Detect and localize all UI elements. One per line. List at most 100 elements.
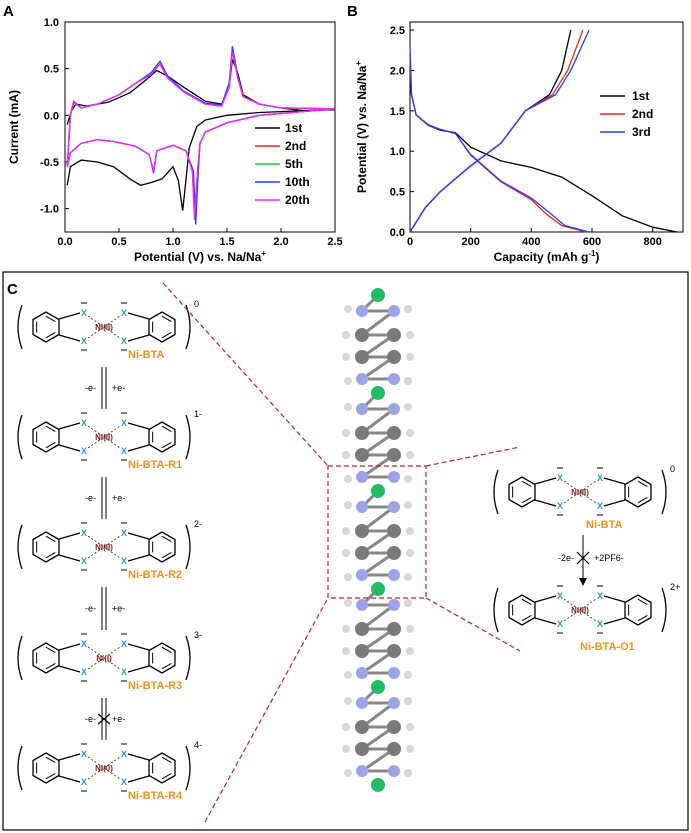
x-tick-label-a: 2.5 bbox=[327, 236, 342, 248]
benzene-ring bbox=[32, 311, 60, 343]
coordination-bond bbox=[87, 315, 121, 339]
atom-x-label: X bbox=[597, 619, 603, 629]
hydrogen-atom bbox=[406, 429, 414, 437]
reaction-left-label: -2e- bbox=[558, 553, 574, 563]
y-tick-label-a: -0.5 bbox=[40, 157, 59, 169]
x-axis-label-b: Capacity (mAh g-1) bbox=[494, 249, 600, 264]
panel-label-c: C bbox=[7, 281, 18, 298]
atom-x-label: X bbox=[81, 308, 87, 318]
coordination-bond bbox=[87, 646, 121, 670]
benzene-ring bbox=[624, 476, 652, 508]
metal-center-label: Ni(II) bbox=[571, 488, 589, 497]
benzene-ring bbox=[148, 421, 176, 453]
molecule-name: Ni-BTA bbox=[128, 349, 165, 361]
hydrogen-atom bbox=[344, 501, 352, 509]
hydrogen-atom bbox=[344, 671, 352, 679]
atom-x-label: X bbox=[81, 749, 87, 759]
metal-center-label: Ni(0) bbox=[95, 764, 113, 773]
coordination-bond bbox=[563, 598, 597, 622]
bracket-left bbox=[493, 587, 499, 633]
nitrogen-atom bbox=[388, 501, 400, 513]
nickel-atom bbox=[371, 778, 385, 792]
coordination-bond bbox=[563, 480, 597, 504]
ring-double-bond bbox=[521, 614, 532, 622]
hydrogen-atom bbox=[344, 769, 352, 777]
coordination-bond bbox=[563, 598, 597, 622]
ring-double-bond bbox=[45, 441, 56, 449]
ring-double-bond bbox=[161, 441, 172, 449]
hydrogen-atom bbox=[406, 723, 414, 731]
hydrogen-atom bbox=[404, 305, 412, 313]
bond bbox=[58, 312, 81, 320]
hydrogen-atom bbox=[406, 331, 414, 339]
bond bbox=[603, 477, 626, 485]
ring-double-bond bbox=[161, 662, 172, 670]
nitrogen-atom bbox=[356, 599, 368, 611]
y-tick-label-b: 2.5 bbox=[390, 25, 405, 37]
legend-label-a: 5th bbox=[285, 157, 303, 171]
molecule-name: Ni-BTA-R1 bbox=[128, 459, 182, 471]
coordination-bond bbox=[87, 646, 121, 670]
carbon-atom bbox=[355, 524, 369, 538]
guide-line bbox=[425, 597, 521, 652]
nitrogen-atom bbox=[388, 403, 400, 415]
reaction-right-label: +2PF6- bbox=[594, 553, 624, 563]
bracket-left bbox=[17, 304, 23, 350]
ring-double-bond bbox=[637, 480, 648, 488]
hydrogen-atom bbox=[342, 625, 350, 633]
atom-x-label: X bbox=[81, 528, 87, 538]
hydrogen-atom bbox=[406, 451, 414, 459]
hydrogen-atom bbox=[406, 745, 414, 753]
hydrogen-atom bbox=[406, 549, 414, 557]
x-tick-label-b: 800 bbox=[643, 236, 661, 248]
bond bbox=[534, 477, 557, 485]
ring-double-bond bbox=[45, 535, 56, 543]
x-tick-label-a: 1.0 bbox=[165, 236, 180, 248]
nitrogen-atom bbox=[388, 765, 400, 777]
carbon-atom bbox=[355, 622, 369, 636]
benzene-ring bbox=[148, 311, 176, 343]
nitrogen-atom bbox=[388, 697, 400, 709]
ring-double-bond bbox=[161, 756, 172, 764]
bond bbox=[127, 422, 150, 430]
bracket-right bbox=[185, 635, 191, 681]
guide-line bbox=[204, 597, 329, 823]
nitrogen-atom bbox=[356, 667, 368, 679]
carbon-atom bbox=[387, 448, 401, 462]
hydrogen-atom bbox=[406, 647, 414, 655]
panel-label-b: B bbox=[347, 3, 358, 20]
hydrogen-atom bbox=[344, 697, 352, 705]
discharge-curve-2nd bbox=[409, 54, 587, 233]
hydrogen-atom bbox=[404, 403, 412, 411]
nickel-atom bbox=[371, 386, 385, 400]
hydrogen-atom bbox=[342, 549, 350, 557]
bracket-left bbox=[17, 635, 23, 681]
carbon-atom bbox=[355, 350, 369, 364]
ring-double-bond bbox=[161, 315, 172, 323]
atom-x-label: X bbox=[597, 591, 603, 601]
bracket-right bbox=[661, 587, 667, 633]
y-tick-label-b: 0.5 bbox=[390, 187, 405, 199]
y-tick-label-b: 1.0 bbox=[390, 146, 405, 158]
metal-center-label: Ni(I) bbox=[96, 654, 112, 663]
benzene-ring bbox=[32, 531, 60, 563]
nickel-atom bbox=[371, 582, 385, 596]
hydrogen-atom bbox=[344, 403, 352, 411]
atom-x-label: X bbox=[81, 556, 87, 566]
legend-label-b: 3rd bbox=[632, 125, 651, 139]
x-tick-label-a: 1.5 bbox=[219, 236, 234, 248]
bracket-left bbox=[17, 745, 23, 791]
y-tick-label-a: -1.0 bbox=[40, 204, 59, 216]
atom-x-label: X bbox=[121, 556, 127, 566]
carbon-atom bbox=[355, 328, 369, 342]
nitrogen-atom bbox=[356, 471, 368, 483]
charge-label: 1- bbox=[194, 409, 202, 419]
ring-double-bond bbox=[161, 331, 172, 339]
atom-x-label: X bbox=[81, 336, 87, 346]
metal-center-label: Ni(II) bbox=[571, 606, 589, 615]
blocked-cross bbox=[97, 713, 111, 725]
carbon-atom bbox=[355, 546, 369, 560]
series-line-20th bbox=[66, 51, 336, 219]
